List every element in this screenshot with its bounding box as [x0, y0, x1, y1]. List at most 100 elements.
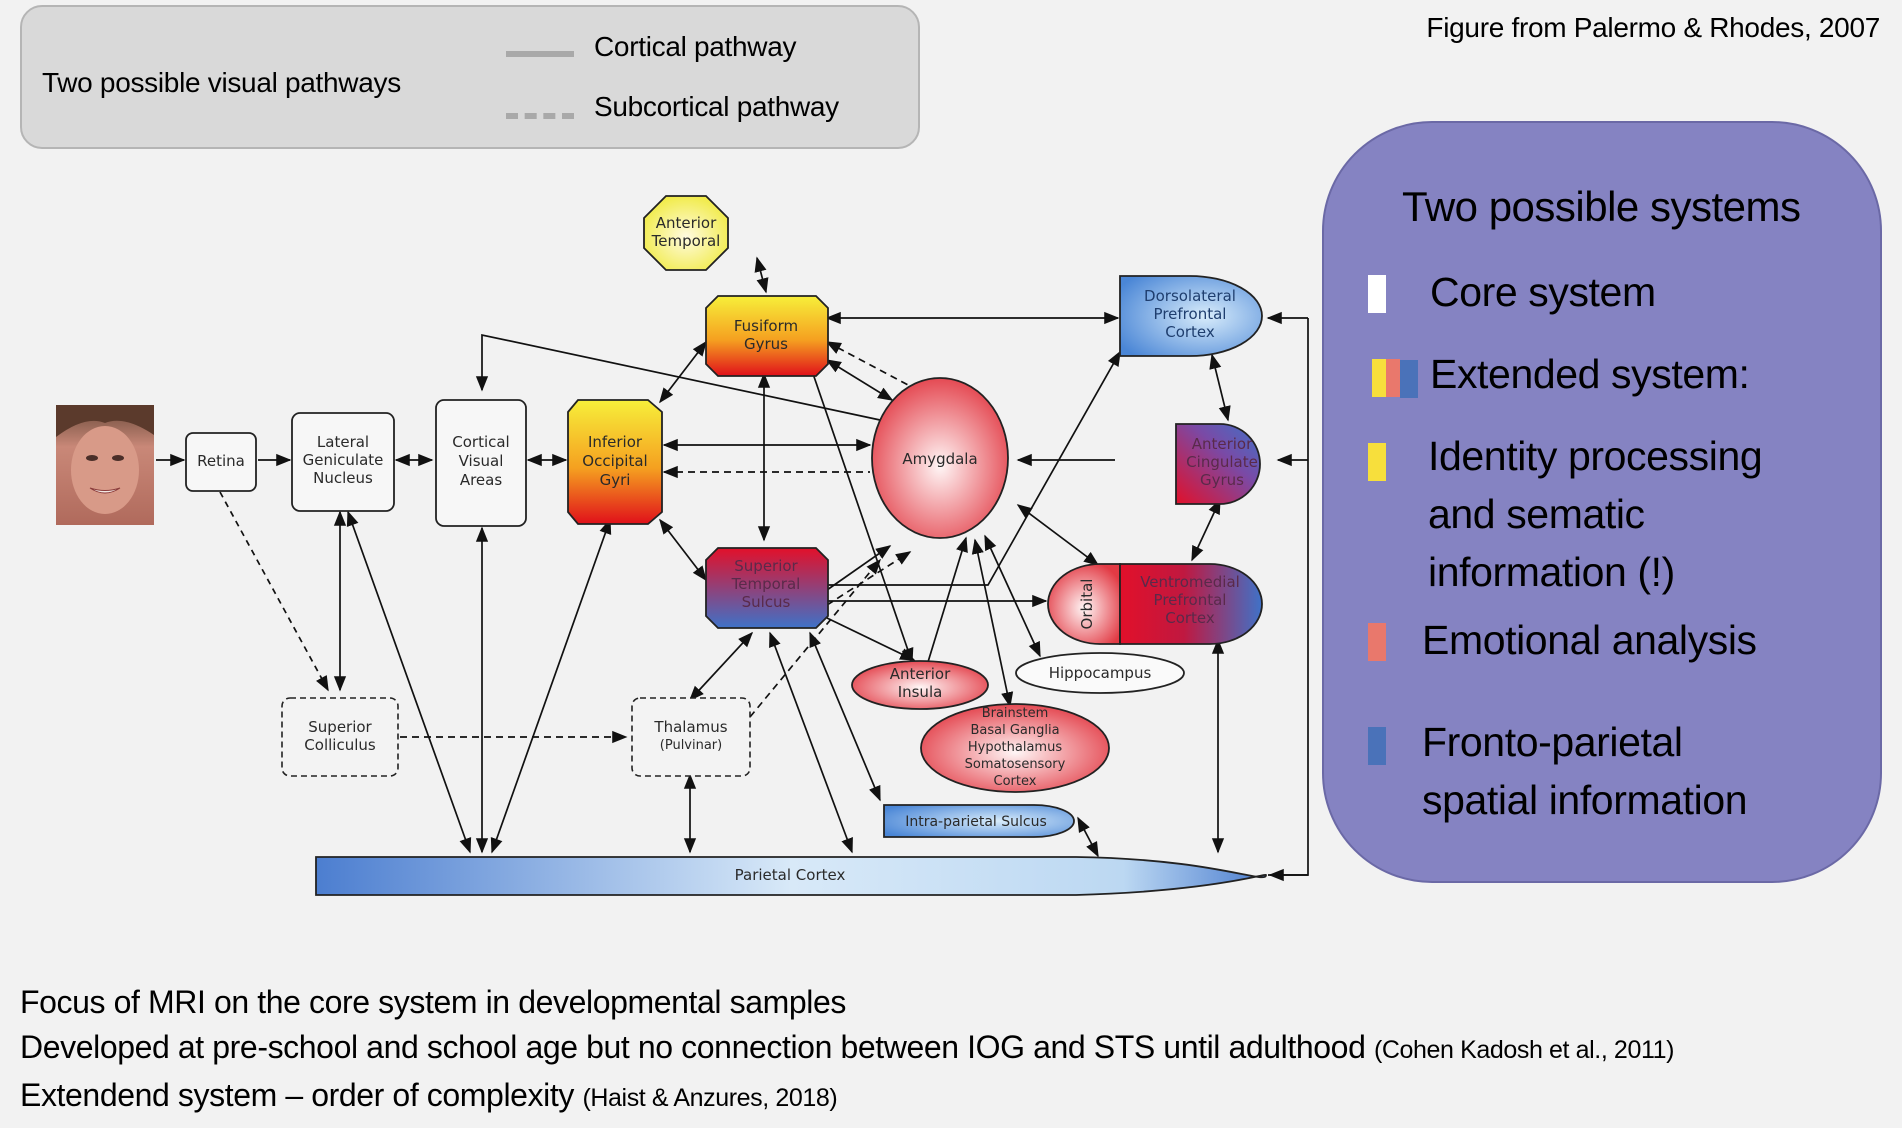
identity-line-3: information (!)	[1428, 549, 1675, 595]
extended-swatch-red	[1386, 359, 1400, 397]
emotional-label: Emotional analysis	[1422, 617, 1757, 663]
edge-retina-sc-dashed	[219, 491, 329, 692]
solid-line-swatch	[506, 51, 574, 57]
svg-text:Nucleus: Nucleus	[313, 469, 373, 487]
svg-text:Fusiform: Fusiform	[734, 317, 798, 335]
node-thalamus: Thalamus (Pulvinar)	[631, 697, 751, 777]
edge-sts-ips	[809, 631, 881, 802]
svg-text:Cingulate: Cingulate	[1186, 453, 1258, 471]
systems-panel: Two possible systems Core system Extende…	[1322, 121, 1882, 883]
svg-text:Visual: Visual	[459, 452, 504, 470]
svg-text:Geniculate: Geniculate	[303, 451, 384, 469]
svg-text:Thalamus: Thalamus	[653, 718, 727, 736]
svg-text:Cortical: Cortical	[452, 433, 509, 451]
pathway-legend: Two possible visual pathways Cortical pa…	[20, 5, 920, 149]
fronto-parietal-swatch	[1368, 727, 1386, 765]
fronto-line-1: Fronto-parietal	[1422, 719, 1683, 765]
svg-text:Parietal Cortex: Parietal Cortex	[735, 866, 846, 884]
svg-text:Dorsolateral: Dorsolateral	[1144, 287, 1236, 305]
svg-text:Amygdala: Amygdala	[902, 450, 977, 468]
svg-text:Gyrus: Gyrus	[744, 335, 788, 353]
node-dorsolateral-prefrontal-cortex: Dorsolateral Prefrontal Cortex	[1119, 275, 1263, 357]
edge-lgn-parietal	[346, 510, 472, 854]
note-1: Focus of MRI on the core system in devel…	[20, 980, 1674, 1025]
node-parietal-cortex: Parietal Cortex	[315, 856, 1267, 896]
edge-insula-amy	[927, 536, 968, 663]
core-system-label: Core system	[1430, 269, 1656, 315]
edge-sts-amy-dashed	[826, 551, 912, 606]
edge-iog-sts	[659, 518, 707, 582]
subcortical-pathway-label: Subcortical pathway	[594, 91, 839, 122]
svg-text:Hippocampus: Hippocampus	[1049, 664, 1152, 682]
edge-sts-insula	[826, 617, 916, 661]
svg-text:Anterior: Anterior	[1192, 435, 1253, 453]
note-2: Developed at pre-school and school age b…	[20, 1025, 1674, 1073]
node-fusiform-gyrus: Fusiform Gyrus	[705, 295, 829, 377]
retina-label: Retina	[197, 452, 245, 470]
svg-text:Superior: Superior	[308, 718, 372, 736]
svg-text:Anterior: Anterior	[890, 665, 951, 683]
extended-swatch-yellow	[1372, 359, 1386, 397]
edge-iog-parietal	[490, 518, 612, 854]
node-vmpfc: Orbital Ventromedial Prefrontal Cortex	[1047, 563, 1263, 645]
svg-text:(Pulvinar): (Pulvinar)	[660, 738, 722, 753]
svg-text:Prefrontal: Prefrontal	[1154, 305, 1227, 323]
fronto-parietal-label: Fronto-parietal spatial information	[1422, 713, 1748, 829]
node-intra-parietal-sulcus: Intra-parietal Sulcus	[883, 804, 1075, 838]
svg-text:Cortex: Cortex	[994, 774, 1037, 789]
edge-sts-thalamus	[688, 631, 754, 702]
node-superior-colliculus: Superior Colliculus	[281, 697, 399, 777]
identity-label: Identity processing and sematic informat…	[1428, 427, 1763, 601]
node-inferior-occipital-gyri: Inferior Occipital Gyri	[567, 399, 663, 525]
svg-text:Temporal: Temporal	[651, 232, 721, 250]
edge-dlpfc-acg	[1209, 353, 1231, 422]
node-superior-temporal-sulcus: Superior Temporal Sulcus	[705, 547, 829, 629]
dashed-line-swatch	[506, 113, 574, 119]
pathway-legend-title: Two possible visual pathways	[42, 67, 401, 98]
node-lgn: Lateral Geniculate Nucleus	[291, 412, 395, 512]
svg-text:Hypothalamus: Hypothalamus	[968, 740, 1062, 755]
notes: Focus of MRI on the core system in devel…	[20, 980, 1674, 1121]
edge-sts-amy	[826, 545, 892, 591]
edge-acg-vmpfc	[1191, 498, 1221, 562]
face-processing-diagram: Retina Lateral Geniculate Nucleus Cortic…	[56, 195, 1309, 896]
node-cortical-visual-areas: Cortical Visual Areas	[435, 399, 527, 527]
node-retina: Retina	[185, 432, 257, 492]
note-2-citation: (Cohen Kadosh et al., 2011)	[1373, 1036, 1675, 1064]
note-1-text: Focus of MRI on the core system in devel…	[20, 984, 846, 1020]
svg-text:Prefrontal: Prefrontal	[1154, 591, 1227, 609]
node-brainstem-group: Brainstem Basal Ganglia Hypothalamus Som…	[920, 703, 1110, 793]
note-3: Extendend system – order of complexity (…	[20, 1073, 1674, 1121]
identity-line-1: Identity processing	[1428, 433, 1763, 479]
extended-swatch-blue	[1400, 360, 1418, 398]
note-3-citation: (Haist & Anzures, 2018)	[582, 1084, 838, 1112]
emotional-swatch	[1368, 623, 1386, 661]
systems-title: Two possible systems	[1402, 183, 1801, 230]
core-system-swatch	[1368, 275, 1386, 313]
identity-swatch	[1368, 443, 1386, 481]
edge-right-bus	[1268, 318, 1309, 876]
svg-text:Gyrus: Gyrus	[1200, 471, 1244, 489]
svg-text:Cortex: Cortex	[1165, 323, 1215, 341]
svg-text:Brainstem: Brainstem	[982, 706, 1049, 721]
svg-text:Intra-parietal Sulcus: Intra-parietal Sulcus	[905, 814, 1047, 830]
svg-text:Superior: Superior	[734, 557, 798, 575]
svg-text:Inferior: Inferior	[588, 433, 643, 451]
edge-amy-fg-dashed	[825, 341, 911, 387]
note-2-text: Developed at pre-school and school age b…	[20, 1029, 1366, 1065]
svg-text:Orbital: Orbital	[1078, 579, 1096, 630]
node-anterior-insula: Anterior Insula	[851, 660, 989, 710]
node-orbital	[1047, 563, 1121, 645]
identity-line-2: and sematic	[1428, 491, 1645, 537]
edge-amy-hippocampus	[984, 534, 1041, 658]
svg-text:Insula: Insula	[898, 683, 943, 701]
edge-sts-parietal	[769, 631, 853, 854]
svg-text:Areas: Areas	[460, 471, 503, 489]
svg-text:Occipital: Occipital	[582, 452, 647, 470]
svg-text:Sulcus: Sulcus	[742, 593, 791, 611]
edge-amy-cva	[475, 333, 881, 421]
svg-text:Colliculus: Colliculus	[304, 736, 376, 754]
node-amygdala: Amygdala	[871, 377, 1009, 539]
svg-text:Temporal: Temporal	[731, 575, 801, 593]
extended-system-label: Extended system:	[1430, 351, 1750, 397]
